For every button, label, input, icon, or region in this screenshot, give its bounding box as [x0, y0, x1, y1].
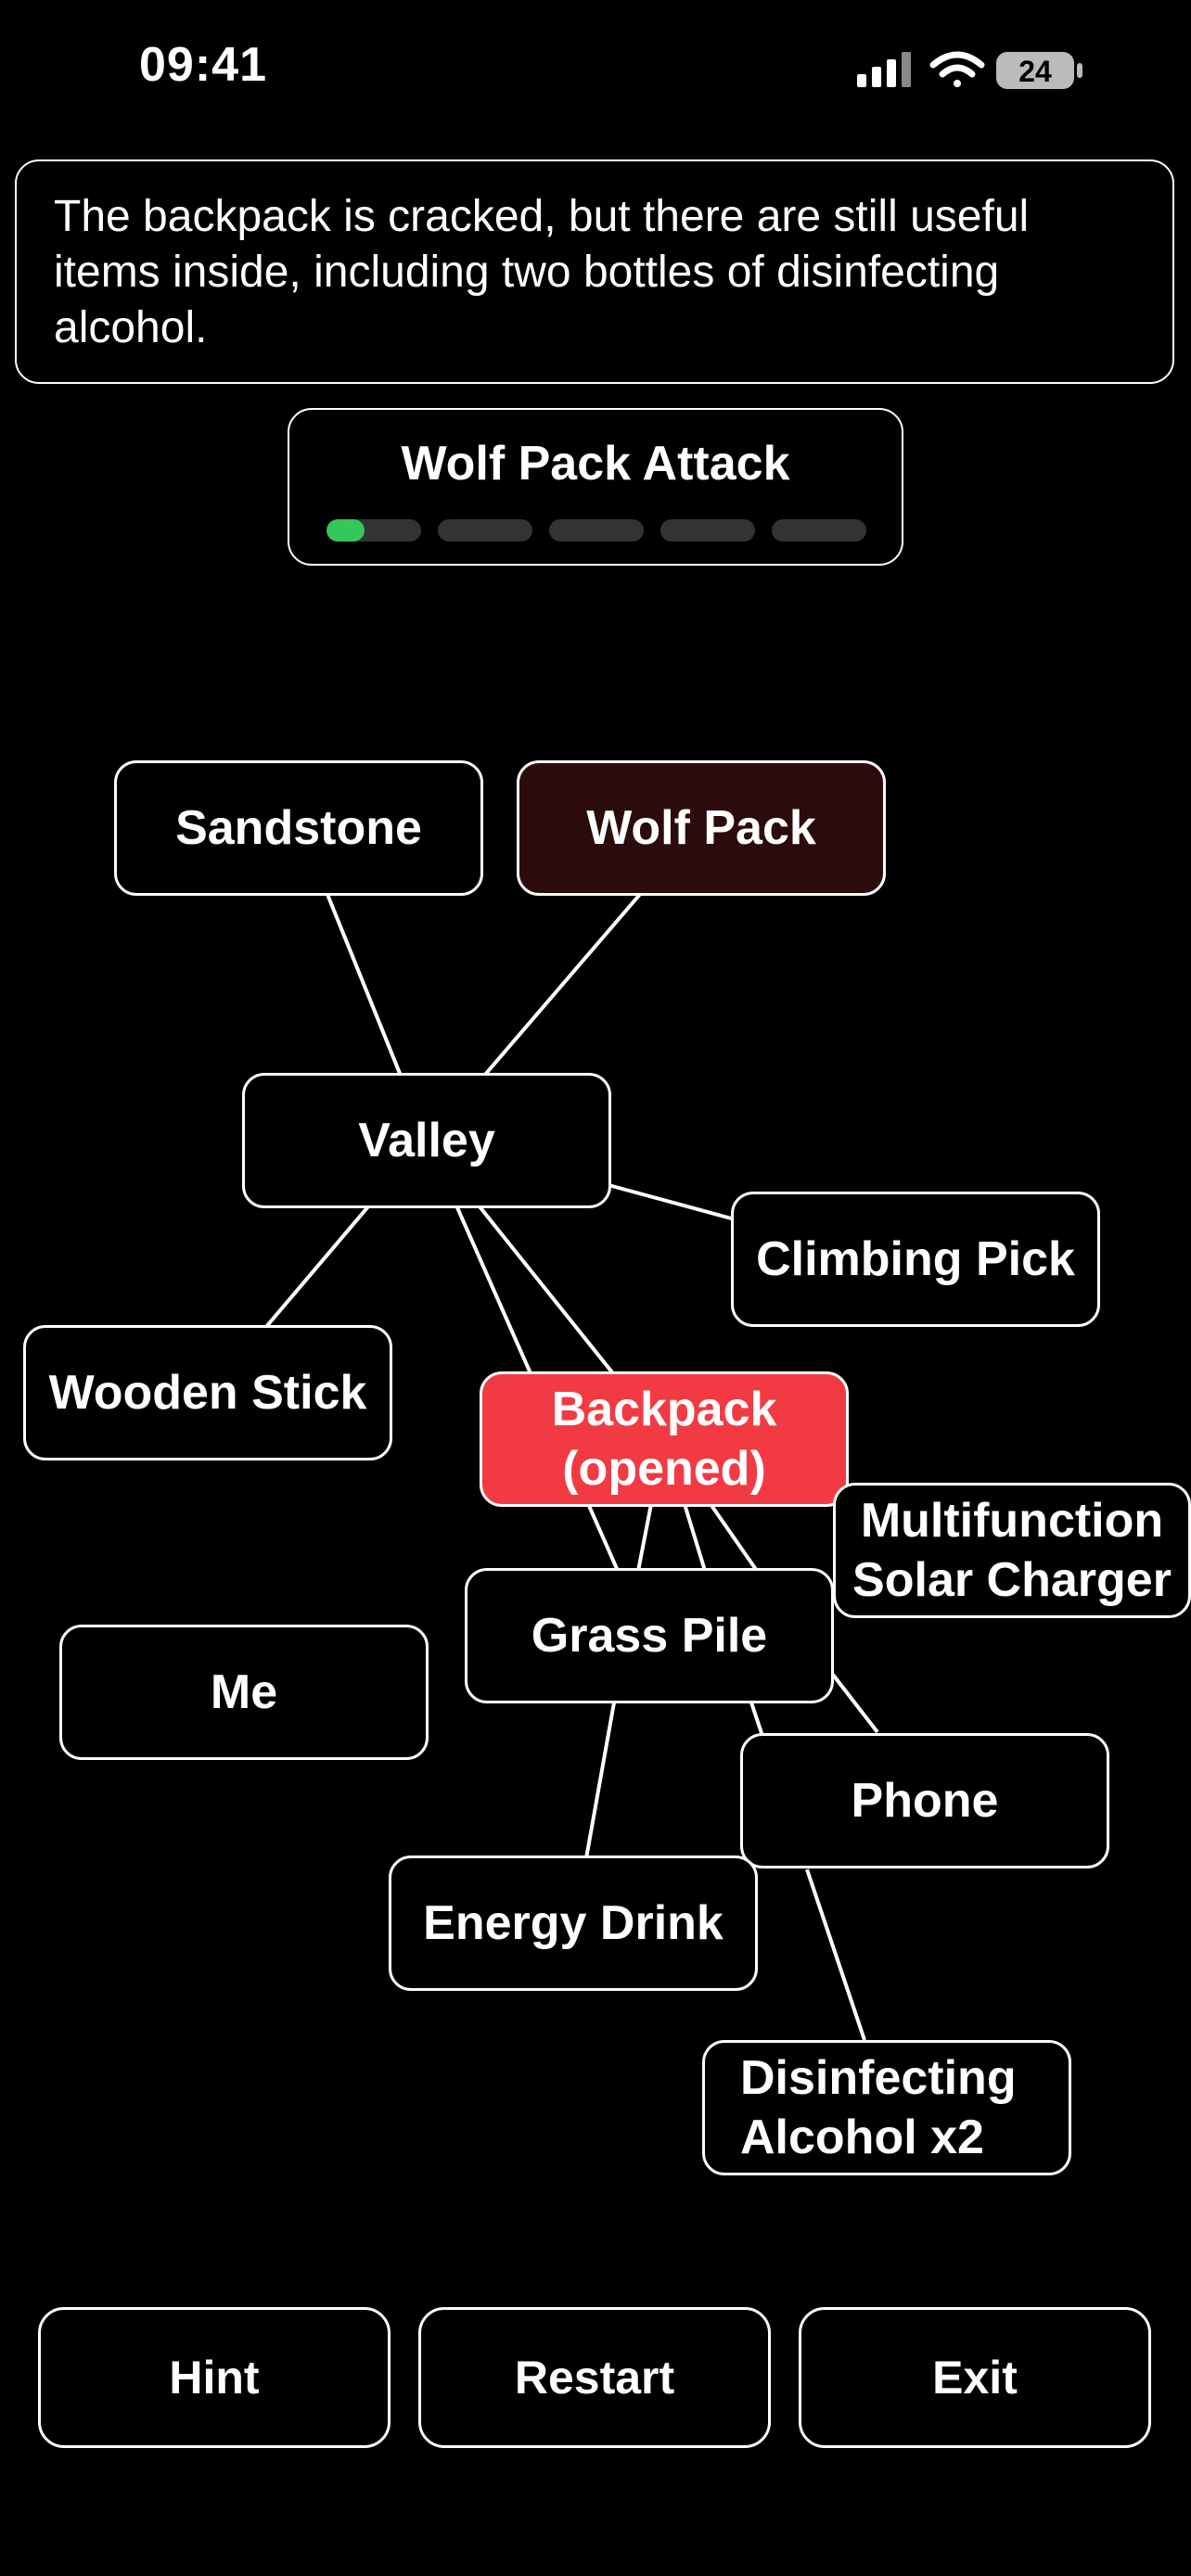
progress-segment-4	[660, 519, 755, 542]
node-backpack-opened[interactable]: Backpack (opened)	[480, 1371, 849, 1507]
edge-valley-woodenstick	[263, 1204, 371, 1330]
node-me[interactable]: Me	[59, 1625, 429, 1760]
narration-text: The backpack is cracked, but there are s…	[54, 192, 1030, 352]
edge-wolfpack-valley	[482, 890, 644, 1078]
node-energy-drink[interactable]: Energy Drink	[389, 1855, 758, 1991]
cellular-signal-icon	[857, 52, 911, 87]
edge-backpack-grasspile-b	[683, 1503, 707, 1572]
edge-backpack-grasspile	[636, 1503, 653, 1572]
exit-button[interactable]: Exit	[799, 2307, 1151, 2448]
progress-segment-5	[772, 519, 866, 542]
node-wooden-stick[interactable]: Wooden Stick	[23, 1325, 392, 1460]
node-grass-pile[interactable]: Grass Pile	[465, 1568, 834, 1703]
edge-grasspile-phone-b	[831, 1673, 879, 1734]
narration-text-box: The backpack is cracked, but there are s…	[15, 159, 1174, 384]
progress-segment-1-fill	[327, 519, 365, 542]
status-time: 09:41	[139, 38, 267, 92]
edge-phone-alcohol	[805, 1868, 866, 2041]
node-sandstone[interactable]: Sandstone	[114, 760, 483, 896]
wifi-icon	[929, 51, 985, 87]
event-title: Wolf Pack Attack	[401, 437, 790, 491]
node-phone[interactable]: Phone	[740, 1733, 1109, 1868]
edge-valley-backpack	[477, 1204, 614, 1374]
progress-segment-1	[327, 519, 421, 542]
node-climbing-pick[interactable]: Climbing Pick	[731, 1192, 1100, 1327]
edge-valley-climbingpick	[608, 1183, 736, 1221]
edge-backpack-charger	[709, 1502, 759, 1573]
edge-grasspile-phone	[749, 1702, 764, 1737]
progress-segment-3	[549, 519, 644, 542]
hint-button[interactable]: Hint	[38, 2307, 391, 2448]
node-disinfecting-alcohol[interactable]: Disinfecting Alcohol x2	[702, 2040, 1071, 2175]
status-icons: 24	[857, 51, 1082, 89]
edge-grasspile-energydrink	[584, 1702, 616, 1859]
status-bar: 09:41 24	[0, 0, 1191, 139]
edge-sandstone-valley	[325, 891, 403, 1077]
battery-level-text: 24	[1018, 55, 1052, 88]
event-panel: Wolf Pack Attack	[288, 408, 903, 566]
restart-button[interactable]: Restart	[418, 2307, 771, 2448]
node-valley[interactable]: Valley	[242, 1073, 611, 1208]
event-progress-bar	[327, 519, 868, 542]
node-multifunction-solar-charger[interactable]: Multifunction Solar Charger	[833, 1483, 1191, 1618]
node-wolf-pack[interactable]: Wolf Pack	[517, 760, 886, 896]
battery-icon: 24	[996, 52, 1082, 89]
progress-segment-2	[438, 519, 532, 542]
